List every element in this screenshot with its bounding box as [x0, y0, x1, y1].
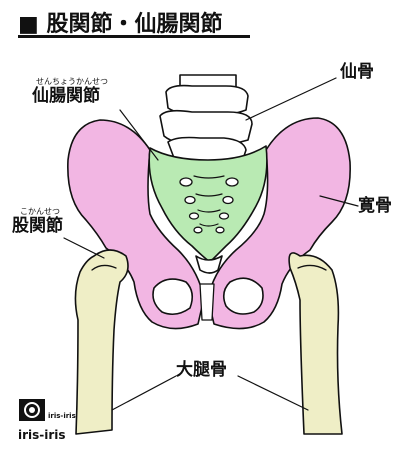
iris-logo-small-text: iris-iris — [48, 412, 76, 420]
pubic-symphysis — [199, 283, 215, 321]
left-femur-head-line — [91, 264, 117, 271]
right-obturator-foramen — [222, 277, 264, 315]
title-underline — [18, 35, 250, 38]
sacrum — [148, 145, 268, 263]
right-femur — [288, 252, 343, 435]
sacrum-label: 仙骨 — [340, 62, 374, 82]
sacral-foramina — [179, 177, 239, 234]
sacroiliac-joint-ruby: せんちょうかんせつ — [36, 77, 108, 86]
iris-logo-mark — [19, 399, 45, 421]
iris-logo: iris-iris iris-iris — [18, 398, 78, 442]
hip-joint-label: 股関節 — [12, 216, 63, 236]
sacral-ridges — [193, 175, 225, 227]
coccyx — [195, 255, 223, 274]
hip-joint-ruby: こかんせつ — [20, 207, 60, 216]
right-ilium — [207, 117, 351, 330]
left-ilium — [67, 119, 205, 330]
left-femur — [74, 249, 129, 435]
left-obturator-foramen — [152, 278, 194, 316]
page-title: ■ 股関節・仙腸関節 — [18, 12, 223, 37]
ilium-label: 寛骨 — [358, 196, 392, 216]
femur-label: 大腿骨 — [176, 360, 227, 380]
sacroiliac-joint-label: 仙腸関節 — [32, 86, 100, 106]
right-femur-head-line — [297, 264, 327, 271]
leader-lines — [63, 77, 359, 411]
lumbar-spine — [159, 74, 253, 167]
iris-logo-text: iris-iris — [18, 428, 66, 442]
